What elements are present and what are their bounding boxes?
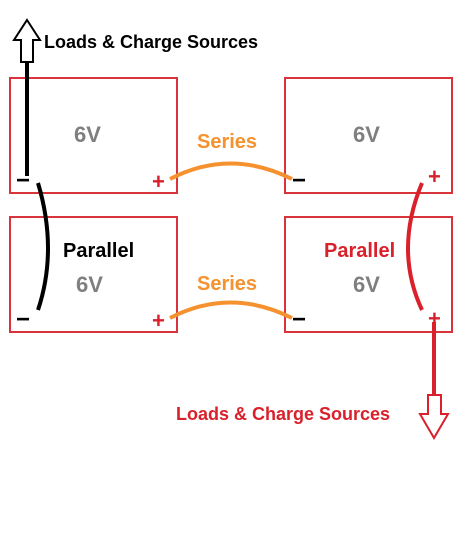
pos-terminal-top-left: + [152,169,165,194]
voltage-top-left: 6V [74,122,101,147]
voltage-bottom-right: 6V [353,272,380,297]
voltage-top-right: 6V [353,122,380,147]
series-wire-top [169,161,293,181]
parallel-label-right: Parallel [324,240,395,262]
arrow-down-icon [418,394,450,440]
pos-terminal-bottom-left: + [152,308,165,333]
parallel-wire-right [406,182,424,311]
battery-top-right [284,77,453,194]
neg-terminal-top-left: − [16,167,30,194]
neg-terminal-bottom-left: − [16,306,30,333]
neg-terminal-bottom-right: − [292,306,306,333]
series-label-top: Series [197,131,257,153]
parallel-label-left: Parallel [63,240,134,262]
parallel-wire-left [36,182,50,311]
pos-terminal-top-right: + [428,164,441,189]
loads-label-top: Loads & Charge Sources [44,32,258,52]
battery-bottom-left [9,216,178,333]
battery-bottom-right [284,216,453,333]
series-wire-bottom [169,300,293,320]
loads-label-bottom: Loads & Charge Sources [176,404,390,424]
arrow-up-icon [12,18,42,63]
neg-terminal-top-right: − [292,167,306,194]
voltage-bottom-left: 6V [76,272,103,297]
pos-terminal-bottom-right: + [428,306,441,331]
battery-top-left [9,77,178,194]
series-label-bottom: Series [197,273,257,295]
